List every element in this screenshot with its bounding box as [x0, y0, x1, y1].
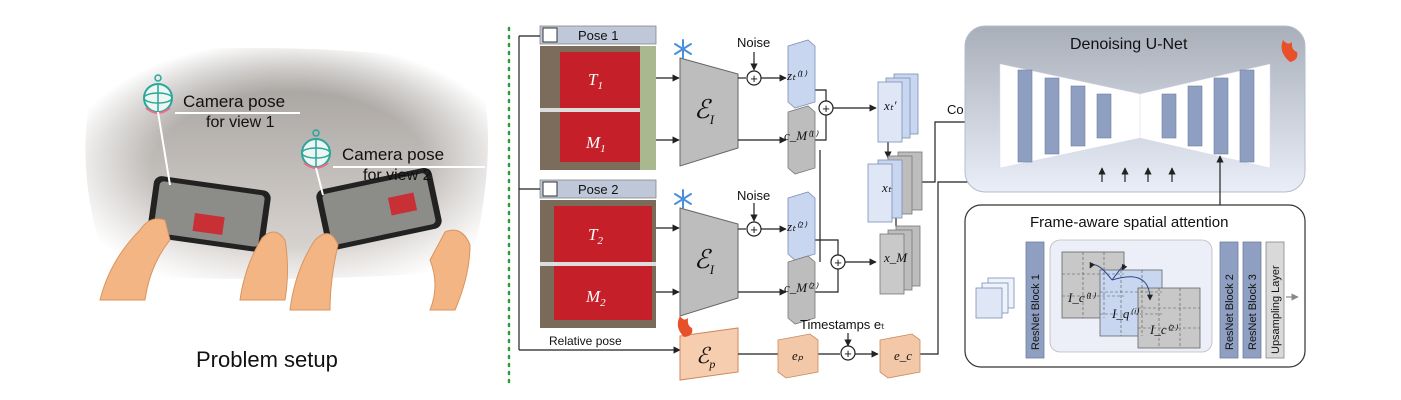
- pose-pointer-2: [315, 167, 324, 196]
- svg-text:zₜ⁽¹⁾: zₜ⁽¹⁾: [786, 68, 808, 83]
- noise-label-1: Noise: [737, 35, 770, 50]
- input-bracket-lines: [518, 35, 681, 354]
- latent-xm: x_M: [879, 225, 921, 295]
- ic2-label: I_c⁽²⁾: [1149, 322, 1179, 337]
- svg-text:ResNet Block 2: ResNet Block 2: [1224, 274, 1236, 350]
- input-frames-pose-2: Pose 2 T2 M2: [539, 179, 657, 328]
- latent-ep: eₚ: [777, 333, 819, 379]
- image-encoder-1: ℰI: [679, 57, 739, 167]
- unet-conditioning-arrows: [1098, 155, 1224, 205]
- trainable-flame-icon-unet: [1281, 40, 1298, 62]
- camera-icon-pose-1: [542, 27, 558, 43]
- svg-text:xₜ': xₜ': [883, 98, 897, 113]
- denoising-unet-panel: Denoising U-Net: [964, 25, 1306, 205]
- unet-decoder-blocks: [1161, 69, 1255, 163]
- svg-text:e_c: e_c: [894, 348, 912, 363]
- pose-encoder: ℰp: [679, 327, 739, 381]
- latent-ec: e_c: [879, 333, 921, 379]
- phone-view-2: [316, 167, 442, 251]
- latent-xt-prime: xₜ': [877, 73, 919, 143]
- frozen-snowflake-icon-2: [674, 189, 692, 209]
- ic1-label: I_c⁽¹⁾: [1067, 290, 1097, 305]
- unet-title: Denoising U-Net: [1070, 36, 1188, 53]
- camera-pose-label-2-line1: Camera pose: [342, 145, 444, 164]
- attention-title: Frame-aware spatial attention: [1030, 214, 1228, 231]
- latent-zt1: zₜ⁽¹⁾: [786, 39, 816, 109]
- problem-setup-panel: Camera pose for view 1 Camera pose for v…: [60, 40, 520, 372]
- plus-symbol-2: +: [750, 222, 758, 237]
- svg-text:xₜ: xₜ: [881, 180, 893, 195]
- plus-nodes: [746, 70, 856, 361]
- frame-T1: T1: [588, 70, 603, 92]
- camera-icon-pose-2: [542, 181, 558, 197]
- camera-pose-label-2-line2: for view 2: [363, 167, 432, 184]
- input-frames-pose-1: Pose 1 T1 M1: [539, 25, 657, 170]
- timestamps-label: Timestamps eₜ: [800, 317, 885, 332]
- image-encoder-1-symbol: ℰI: [694, 95, 715, 127]
- problem-setup-caption: Problem setup: [196, 347, 338, 372]
- plus-symbol-4: +: [834, 255, 842, 270]
- svg-text:x_M: x_M: [883, 250, 908, 265]
- relative-pose-label: Relative pose: [549, 334, 622, 348]
- unet-encoder-blocks: [1017, 69, 1112, 163]
- latent-xt: xₜ: [867, 151, 923, 223]
- ic2-map: [1137, 287, 1201, 349]
- svg-text:eₚ: eₚ: [792, 348, 804, 363]
- camera-pose-icon-view-1: [143, 74, 173, 114]
- frame-M2: M2: [585, 287, 606, 309]
- iq-label: I_q⁽ⁱ⁾: [1111, 306, 1140, 321]
- frame-aware-attention-panel: Frame-aware spatial attention ResNet Blo…: [964, 204, 1306, 368]
- image-encoder-2-symbol: ℰI: [694, 245, 715, 277]
- latent-cm1: c_M⁽¹⁾: [784, 105, 819, 175]
- svg-text:ResNet Block 3: ResNet Block 3: [1247, 274, 1259, 350]
- svg-text:zₜ⁽²⁾: zₜ⁽²⁾: [786, 219, 808, 234]
- phone-view-1: [147, 176, 271, 252]
- camera-pose-label-1-line2: for view 1: [206, 114, 275, 131]
- pose-pointer-1: [157, 111, 171, 186]
- attention-input-stack: [975, 277, 1015, 319]
- frame-to-encoder-arrows: [656, 74, 680, 296]
- plus-symbol-3: +: [822, 101, 830, 116]
- plus-symbol-5: +: [844, 346, 852, 361]
- attention-maps-region: I_c⁽¹⁾ I_q⁽ⁱ⁾ I_c⁽²⁾: [1049, 239, 1213, 353]
- pose-1-label: Pose 1: [578, 28, 618, 43]
- latent-zt2: zₜ⁽²⁾: [786, 191, 816, 261]
- trainable-flame-icon-pose-encoder: [677, 316, 693, 337]
- svg-text:c_M⁽¹⁾: c_M⁽¹⁾: [784, 128, 819, 143]
- frame-M1: M1: [585, 133, 606, 155]
- frozen-snowflake-icon-1: [674, 39, 692, 59]
- hands-illustration: [99, 218, 471, 311]
- plus-symbol-1: +: [750, 71, 758, 86]
- camera-pose-label-1-line1: Camera pose: [183, 92, 285, 111]
- pose-encoder-symbol: ℰp: [696, 343, 715, 371]
- noise-label-2: Noise: [737, 188, 770, 203]
- resnet-block-2: ResNet Block 2: [1219, 241, 1239, 359]
- latent-cm2: c_M⁽²⁾: [784, 255, 819, 325]
- svg-text:c_M⁽²⁾: c_M⁽²⁾: [784, 280, 819, 295]
- resnet-block-1: ResNet Block 1: [1025, 241, 1045, 359]
- svg-text:ResNet Block 1: ResNet Block 1: [1030, 274, 1042, 350]
- upsampling-layer: Upsampling Layer: [1265, 241, 1285, 359]
- resnet-block-3: ResNet Block 3: [1242, 241, 1262, 359]
- pose-2-label: Pose 2: [578, 182, 618, 197]
- image-encoder-2: ℰI: [679, 207, 739, 317]
- frame-T2: T2: [588, 225, 603, 247]
- svg-text:Upsampling Layer: Upsampling Layer: [1270, 265, 1282, 354]
